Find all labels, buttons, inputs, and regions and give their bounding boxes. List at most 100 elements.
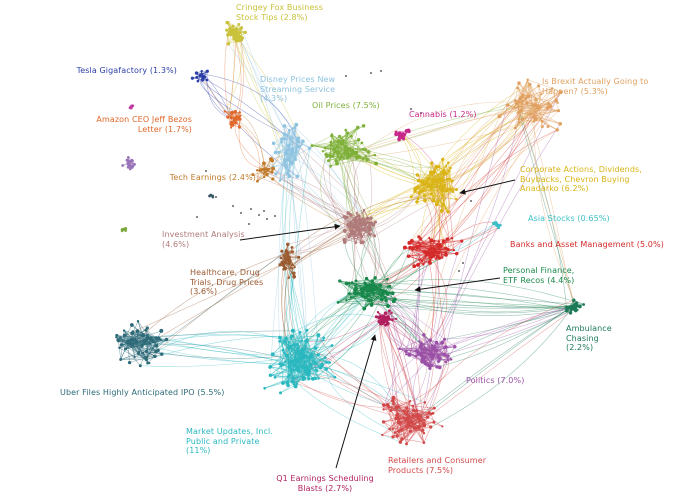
edge-brexit: [527, 79, 553, 89]
edge-tech-investment: [272, 167, 349, 228]
edge-uber: [134, 351, 157, 358]
edge-uber: [116, 337, 128, 342]
edge-oil: [331, 135, 342, 139]
edge-brexit: [507, 84, 531, 106]
edge-disney: [294, 144, 302, 159]
edge-market: [270, 366, 289, 377]
edge-personal: [355, 280, 390, 287]
edge-cringey-bezos: [237, 36, 244, 118]
label-investment: Investment Analysis(4.6%): [162, 230, 245, 249]
label-line: (4.6%): [162, 239, 190, 249]
label-line: Banks and Asset Management (5.0%): [510, 240, 664, 249]
edge-tesla: [192, 77, 207, 81]
edge-brexit: [530, 113, 543, 122]
edge-brexit: [518, 102, 561, 125]
edge-brexit: [529, 84, 537, 100]
edge-oil: [352, 127, 359, 153]
edge-investment-personal: [355, 234, 391, 287]
edge-uber: [119, 347, 135, 358]
edge-politics: [423, 356, 449, 361]
edge-personal-ambulance: [389, 292, 572, 311]
edge-politics: [436, 342, 445, 355]
edge-brexit-ambulance: [518, 112, 576, 308]
label-line: Uber Files Highly Anticipated IPO (5.5%): [60, 388, 225, 397]
edge-retailers: [420, 416, 432, 428]
edge-politics: [399, 348, 425, 362]
edge-politics-retailers: [411, 347, 435, 423]
edge-oil: [351, 136, 368, 160]
edge-investment: [350, 234, 362, 243]
edge-personal: [371, 303, 389, 307]
label-corporate: Corporate Actions, Dividends,Buybacks, C…: [520, 165, 642, 194]
edge-corporate: [432, 172, 446, 201]
edge-q1-retailers: [386, 321, 399, 423]
edge-banks-personal: [371, 262, 431, 305]
label-line: (11%): [186, 446, 211, 456]
edge-brexit-banks: [410, 92, 561, 248]
edge-ambulance-politics: [444, 308, 574, 355]
label-line: Politics (7.0%): [466, 376, 525, 385]
edge-healthcare: [285, 257, 299, 263]
edge-uber: [120, 355, 156, 360]
edge-brexit: [514, 107, 548, 129]
edge-market: [324, 357, 336, 378]
label-line: Q1 Earnings Scheduling: [276, 474, 374, 483]
edge-retailers: [430, 413, 435, 423]
label-market: Market Updates, Incl.Public and Private(…: [186, 427, 273, 456]
edge-corporate: [414, 191, 457, 200]
edge-market: [280, 376, 304, 394]
edge-oil-investment: [347, 153, 356, 220]
edge-disney: [278, 145, 289, 153]
edge-politics: [405, 339, 431, 355]
edge-market: [279, 334, 319, 342]
edge-market-retailers: [318, 354, 397, 408]
edge-disney: [281, 138, 293, 153]
edge-disney: [273, 143, 288, 174]
edge-tesla-bezos: [206, 71, 228, 118]
label-line: Disney Prices New: [260, 75, 336, 84]
edge-bezos-tech: [234, 120, 260, 182]
edge-banks: [408, 251, 425, 257]
edge-brexit-politics: [431, 123, 561, 358]
edge-investment: [349, 214, 352, 227]
edge-brexit-ambulance: [522, 119, 576, 308]
edge-brexit-ambulance: [525, 98, 574, 310]
edge-q1-retailers: [391, 312, 417, 411]
edge-bezos-tech: [234, 123, 266, 170]
edge-personal-ambulance: [371, 303, 573, 314]
label-line: ETF Recos (4.4%): [503, 275, 575, 285]
edge-disney-investment: [284, 133, 365, 211]
edge-retailers: [383, 421, 401, 443]
edge-ambulance-politics: [439, 305, 577, 359]
edge-brexit-oil: [341, 100, 516, 157]
edge-ambulance-politics: [436, 306, 571, 351]
edge-personal: [370, 297, 386, 301]
edge-uber: [138, 335, 144, 353]
edge-oil: [341, 139, 359, 144]
edge-ambulance: [573, 299, 584, 305]
label-line: Chasing: [566, 333, 599, 343]
edge-personal-politics: [372, 280, 435, 349]
edge-market: [305, 345, 327, 363]
edge-cringey-disney: [235, 28, 288, 136]
label-line: Oil Prices (7.5%): [312, 101, 380, 110]
edge-personal: [372, 280, 391, 294]
edge-q1-retailers: [386, 321, 417, 411]
edge-brexit: [525, 79, 528, 99]
edge-q1-market: [315, 317, 386, 379]
edge-q1-market: [311, 321, 385, 356]
edge-personal-ambulance: [357, 293, 573, 308]
edge-personal-ambulance: [338, 302, 568, 309]
edge-brexit: [514, 112, 519, 128]
edge-market-uber: [146, 330, 290, 358]
edge-corporate: [421, 166, 437, 183]
edge-brexit-banks: [412, 129, 558, 250]
edge-politics: [423, 334, 433, 347]
edge-retailers-ambulance: [423, 308, 574, 421]
edge-retailers: [389, 400, 411, 430]
edge-cringey-disney: [241, 27, 288, 136]
edge-politics: [429, 339, 449, 361]
edge-personal: [348, 293, 365, 309]
